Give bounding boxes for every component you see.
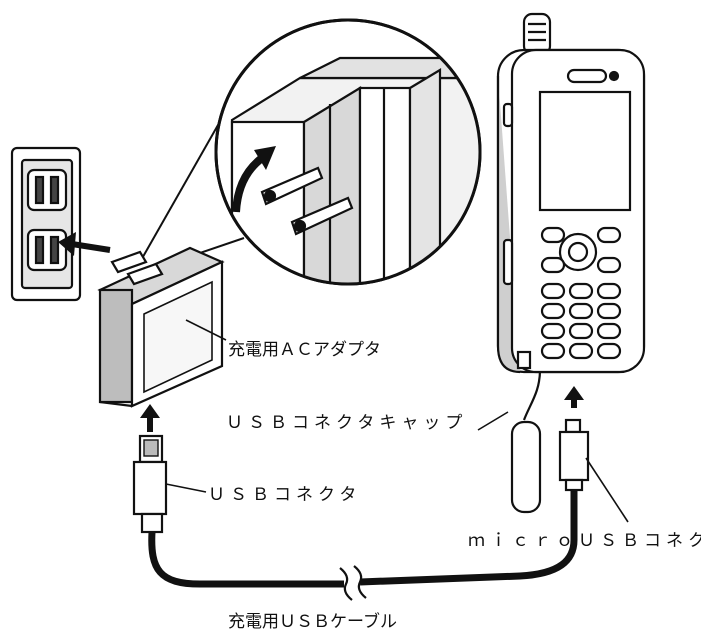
ac-adapter [97, 246, 227, 408]
usb-connector [132, 434, 207, 534]
insert-arrow [58, 232, 111, 256]
micro-usb-up-arrow [564, 386, 584, 408]
mobile-phone [496, 12, 646, 374]
micro-usb-connector [558, 418, 629, 523]
micro-usb-connector-label: ｍｉｃｒｏＵＳＢコネクタ [468, 531, 701, 551]
usb-connector-cap [477, 369, 542, 514]
adapter-up-arrow [140, 404, 160, 432]
usb-connector-label: ＵＳＢコネクタ [208, 485, 362, 505]
usb-connector-cap-label: ＵＳＢコネクタキャップ [226, 413, 468, 433]
ac-adapter-label: 充電用ＡＣアダプタ [228, 340, 381, 360]
usb-cable-label: 充電用ＵＳＢケーブル [228, 612, 397, 632]
zoom-circle [214, 18, 482, 286]
usb-cable [148, 488, 578, 601]
wall-outlet [10, 146, 82, 302]
